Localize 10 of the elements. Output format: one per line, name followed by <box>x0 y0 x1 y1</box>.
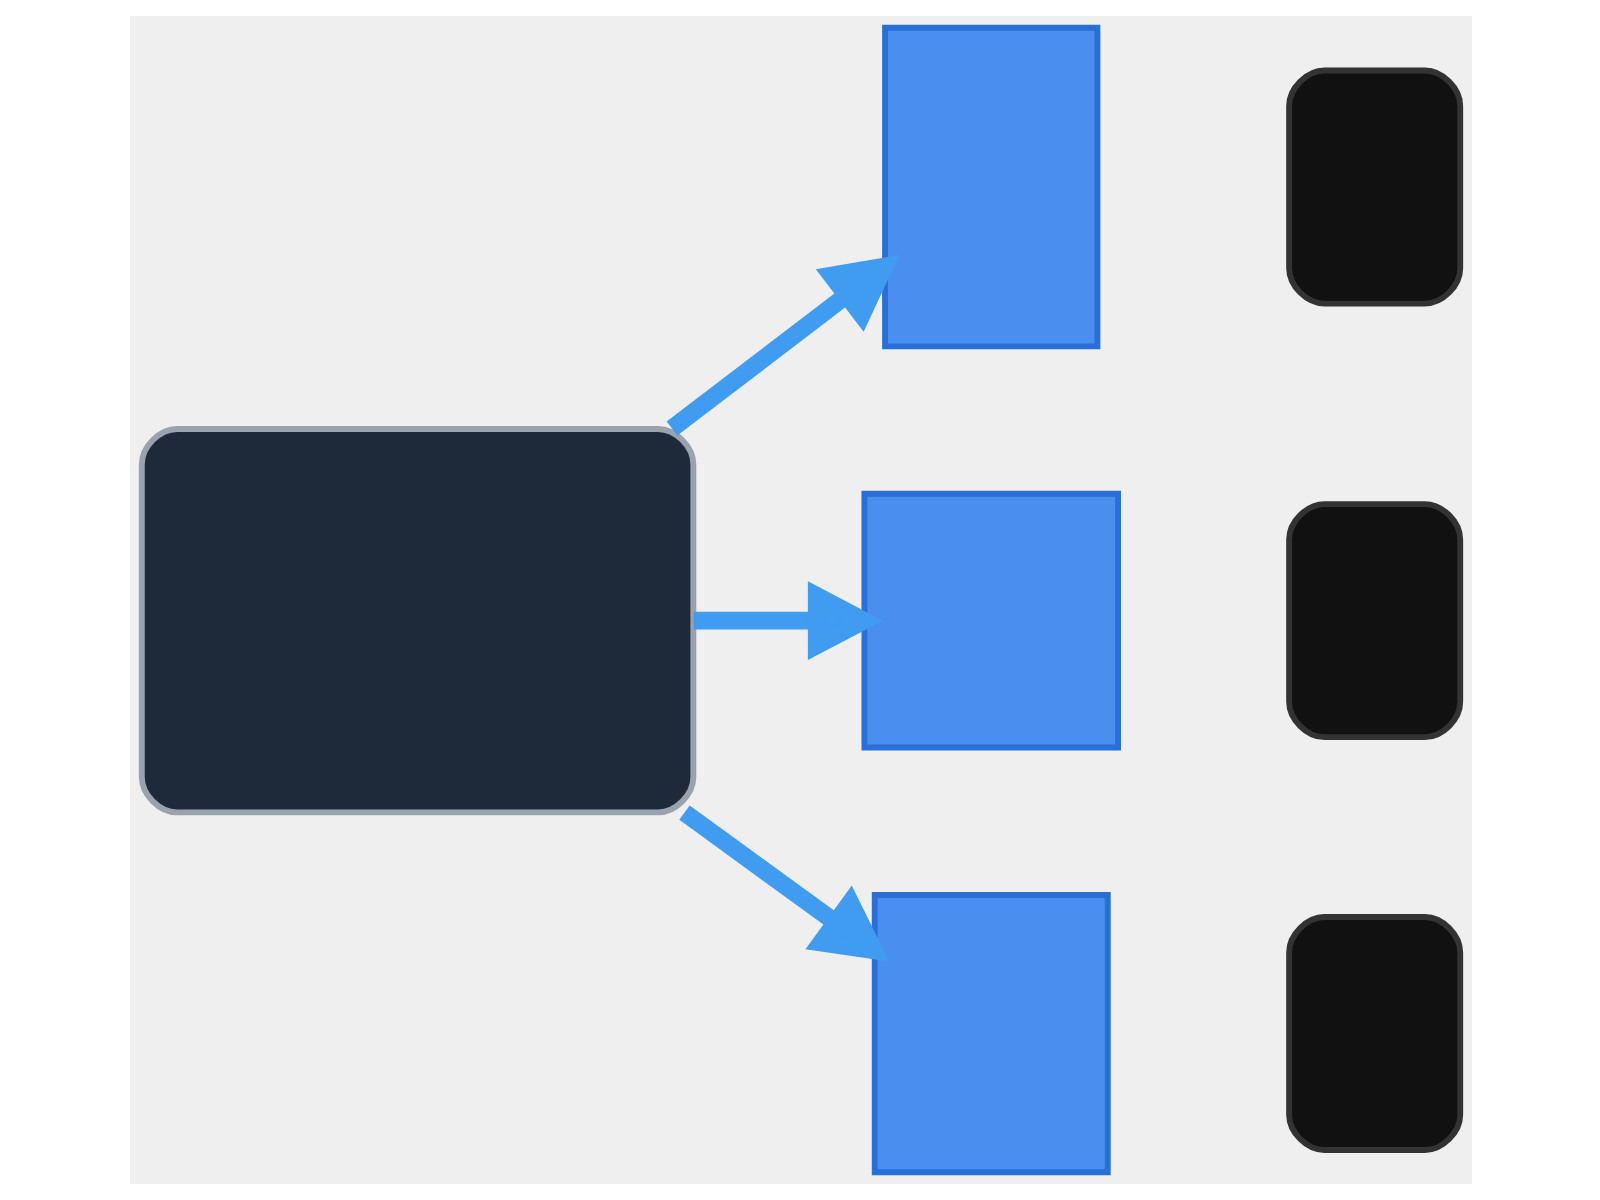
node-box <box>870 892 1110 1176</box>
arrow <box>678 805 889 962</box>
node-box <box>881 24 1100 350</box>
node-box <box>1285 914 1463 1153</box>
node-box <box>137 426 696 816</box>
node-box <box>860 490 1120 751</box>
node-box <box>1285 67 1463 307</box>
node-box <box>1285 501 1463 741</box>
arrow <box>692 581 882 661</box>
arrow <box>665 254 899 436</box>
